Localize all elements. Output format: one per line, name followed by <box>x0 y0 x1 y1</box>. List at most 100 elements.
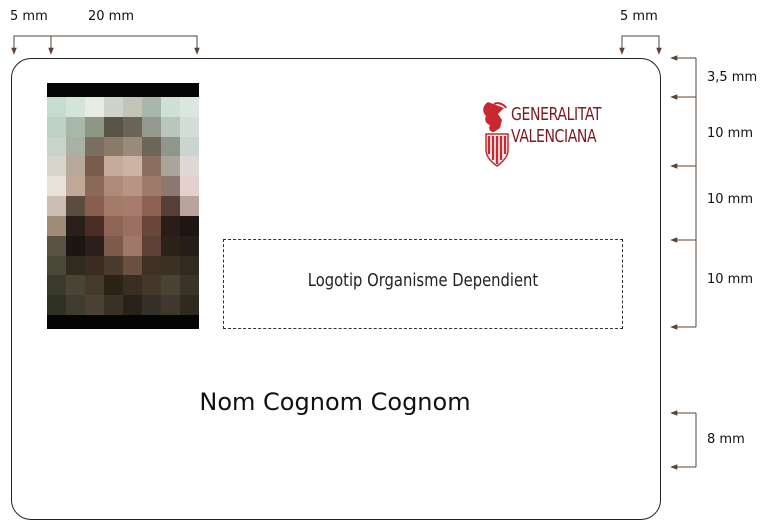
portrait-pixel <box>180 196 199 216</box>
portrait-pixel <box>142 235 161 256</box>
dim-label-spacing-1: 10 mm <box>707 126 754 141</box>
portrait-pixel <box>161 196 180 216</box>
dim-label-spacing-3: 10 mm <box>707 272 754 287</box>
portrait-pixel <box>180 136 199 157</box>
portrait-pixel <box>161 176 180 197</box>
portrait-pixel <box>123 156 142 177</box>
photo-top-bar <box>47 83 199 97</box>
portrait-pixel <box>47 176 66 197</box>
portrait-pixel <box>85 136 104 157</box>
portrait-pixel <box>123 295 142 315</box>
portrait-pixel <box>47 275 66 296</box>
portrait-pixel <box>180 176 199 197</box>
photo-bottom-bar <box>47 315 199 329</box>
portrait-pixel <box>142 176 161 197</box>
portrait-pixel <box>47 196 66 216</box>
portrait-pixel <box>123 215 142 236</box>
portrait-pixel <box>66 275 85 296</box>
portrait-pixel <box>104 116 123 137</box>
portrait-pixel <box>47 295 66 315</box>
logo-text-valenciana: VALENCIANA <box>511 126 597 147</box>
portrait-pixel <box>180 295 199 315</box>
portrait-pixel <box>104 156 123 177</box>
portrait-pixel <box>47 116 66 137</box>
portrait-pixel <box>123 275 142 296</box>
portrait-pixel <box>123 116 142 137</box>
portrait-pixel <box>85 295 104 315</box>
dim-bracket-right-margin <box>621 35 662 55</box>
portrait-pixel <box>161 235 180 256</box>
dependent-logo-label: Logotip Organisme Dependient <box>307 270 539 291</box>
dim-label-bottom-spacing: 8 mm <box>707 432 745 447</box>
portrait-pixel <box>66 235 85 256</box>
portrait-pixel <box>66 156 85 177</box>
portrait-pixel <box>66 196 85 216</box>
portrait-pixel <box>142 97 161 117</box>
portrait-pixel <box>180 215 199 236</box>
dim-label-left-margin: 5 mm <box>10 9 48 24</box>
portrait-pixel <box>142 215 161 236</box>
portrait-pixel <box>142 116 161 137</box>
portrait-pixel <box>85 215 104 236</box>
portrait-pixel <box>161 215 180 236</box>
portrait-pixel <box>85 116 104 137</box>
logo-text-generalitat: GENERALITAT <box>511 104 602 125</box>
portrait-pixel <box>180 116 199 137</box>
portrait-pixel <box>180 156 199 177</box>
portrait-pixel <box>104 275 123 296</box>
dim-label-photo-width: 20 mm <box>88 9 135 24</box>
dim-label-spacing-2: 10 mm <box>707 192 754 207</box>
portrait-pixel <box>104 196 123 216</box>
portrait-pixel <box>104 255 123 276</box>
portrait-pixel <box>66 295 85 315</box>
portrait-pixel <box>142 136 161 157</box>
portrait-pixel <box>47 97 66 117</box>
portrait-pixel <box>123 176 142 197</box>
portrait-pixel <box>161 295 180 315</box>
portrait-pixel <box>66 97 85 117</box>
portrait-pixel <box>85 176 104 197</box>
cardholder-name: Nom Cognom Cognom <box>199 388 471 416</box>
portrait-pixel <box>104 97 123 117</box>
portrait-pixel <box>85 255 104 276</box>
portrait-pixel <box>142 275 161 296</box>
portrait-pixel <box>104 235 123 256</box>
portrait-pixel <box>85 196 104 216</box>
portrait-pixel <box>66 136 85 157</box>
portrait-pixel <box>85 97 104 117</box>
portrait-pixel <box>66 255 85 276</box>
portrait-pixel <box>142 156 161 177</box>
portrait-pixel <box>47 255 66 276</box>
dim-label-right-margin: 5 mm <box>620 9 658 24</box>
dim-bracket-photo-width <box>51 35 200 55</box>
photo-placeholder <box>47 83 199 329</box>
portrait-pixel <box>142 255 161 276</box>
portrait-pixel <box>47 235 66 256</box>
pixelated-portrait <box>47 97 199 315</box>
portrait-pixel <box>104 215 123 236</box>
portrait-pixel <box>104 295 123 315</box>
portrait-pixel <box>180 97 199 117</box>
portrait-pixel <box>66 116 85 137</box>
portrait-pixel <box>66 176 85 197</box>
portrait-pixel <box>123 196 142 216</box>
portrait-pixel <box>161 116 180 137</box>
portrait-pixel <box>161 136 180 157</box>
portrait-pixel <box>161 255 180 276</box>
portrait-pixel <box>47 156 66 177</box>
portrait-pixel <box>47 215 66 236</box>
portrait-pixel <box>123 97 142 117</box>
portrait-pixel <box>123 255 142 276</box>
portrait-pixel <box>85 275 104 296</box>
dimension-lines <box>11 35 697 470</box>
portrait-pixel <box>104 176 123 197</box>
portrait-pixel <box>85 235 104 256</box>
portrait-pixel <box>142 196 161 216</box>
dim-bracket-left-margin <box>13 35 54 55</box>
portrait-pixel <box>142 295 161 315</box>
dependent-logo-box: Logotip Organisme Dependient <box>223 239 623 329</box>
portrait-pixel <box>161 97 180 117</box>
portrait-pixel <box>161 156 180 177</box>
generalitat-valenciana-logo <box>483 102 509 167</box>
portrait-pixel <box>161 275 180 296</box>
